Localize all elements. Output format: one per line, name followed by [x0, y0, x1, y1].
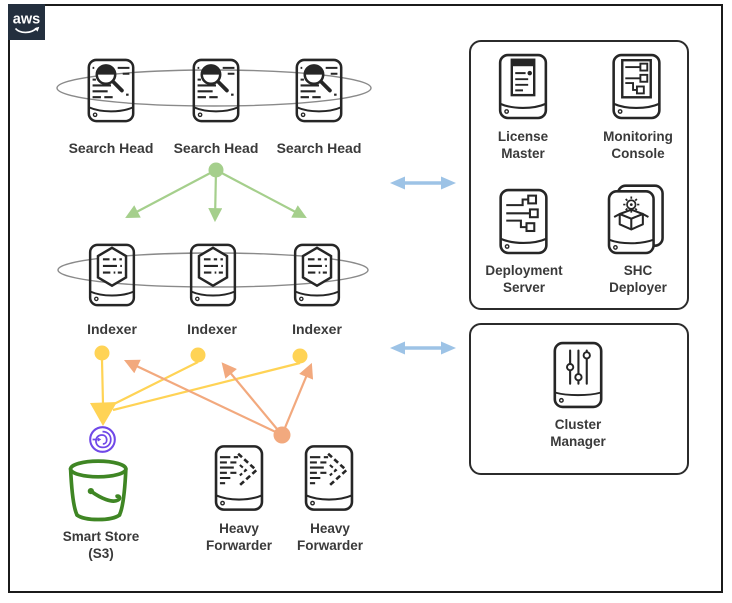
indexer-2-label: Indexer: [187, 321, 237, 337]
indexer-icon: [293, 243, 341, 307]
shc-deployer-icon: [607, 184, 664, 255]
search-head-icon: [295, 58, 343, 123]
indexer-icon: [88, 243, 136, 307]
license-master-label: License Master: [497, 129, 549, 162]
monitoring-console-icon: [612, 53, 661, 120]
search-head-1-label: Search Head: [68, 140, 154, 156]
search-head-icon: [192, 58, 240, 123]
cluster-manager-node: [551, 340, 605, 410]
monitoring-console-label: Monitoring Console: [603, 129, 673, 162]
search-head-3-node: [293, 57, 345, 124]
heavy-forwarder-icon: [304, 445, 354, 511]
cluster-manager-icon: [553, 341, 603, 409]
monitoring-console-node: [610, 52, 663, 121]
aws-logo: aws: [8, 4, 45, 40]
cluster-manager-label: Cluster Manager: [550, 417, 606, 450]
indexer-3-label: Indexer: [292, 321, 342, 337]
s3-endpoint-node: [87, 424, 118, 455]
smart-store-label: Smart Store (S3): [62, 529, 140, 562]
indexer-icon: [189, 243, 237, 307]
license-master-icon: [498, 53, 548, 120]
heavy-forwarder-1-node: [213, 443, 265, 513]
aws-logo-icon: aws: [13, 12, 40, 34]
shc-deployer-label: SHC Deployer: [609, 263, 667, 296]
heavy-forwarder-1-label: Heavy Forwarder: [205, 521, 273, 554]
indexer-1-node: [87, 242, 137, 308]
indexer-1-label: Indexer: [87, 321, 137, 337]
search-head-2-node: [190, 57, 242, 124]
management-panel: [469, 40, 689, 310]
s3-bucket-icon: [68, 459, 128, 522]
heavy-forwarder-icon: [214, 445, 264, 511]
heavy-forwarder-2-label: Heavy Forwarder: [296, 521, 364, 554]
heavy-forwarder-2-node: [303, 443, 355, 513]
outer-frame: [8, 4, 723, 593]
aws-logo-text: aws: [13, 12, 40, 28]
endpoint-icon: [89, 426, 116, 453]
aws-smile-swoosh: [14, 27, 38, 34]
cluster-manager-panel: [469, 323, 689, 475]
smart-store-node: [64, 457, 138, 527]
search-head-2-label: Search Head: [173, 140, 259, 156]
search-head-1-node: [85, 57, 137, 124]
shc-deployer-node: [606, 183, 666, 257]
license-master-node: [497, 52, 549, 121]
indexer-2-node: [188, 242, 238, 308]
aws-smile-arrow: [34, 26, 40, 32]
search-head-icon: [87, 58, 135, 123]
indexer-3-node: [292, 242, 342, 308]
deployment-server-icon: [499, 188, 548, 255]
deployment-server-label: Deployment Server: [485, 263, 563, 296]
deployment-server-node: [497, 187, 550, 256]
search-head-3-label: Search Head: [276, 140, 362, 156]
